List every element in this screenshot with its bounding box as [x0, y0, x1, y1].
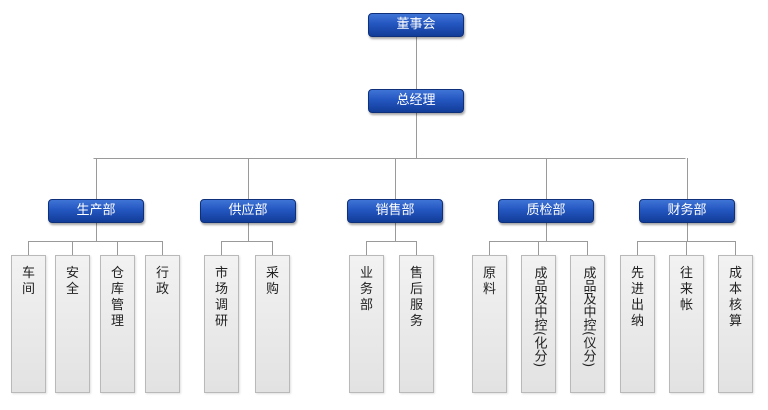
leaf-raw-material: 原 料 [472, 255, 507, 393]
leaf-label: 往 来 帐 [679, 266, 693, 313]
leaf-safety: 安 全 [55, 255, 90, 393]
leaf-label: 成品及中控(仪分) [580, 266, 596, 368]
leaf-label: 采 购 [265, 266, 279, 297]
leaf-warehouse: 仓 库 管 理 [100, 255, 135, 393]
leaf-label: 业 务 部 [359, 266, 373, 313]
leaf-label: 市 场 调 研 [214, 266, 228, 329]
leaf-label: 行 政 [155, 266, 169, 297]
leaf-label: 售 后 服 务 [409, 266, 423, 329]
dept-sales: 销售部 [347, 199, 443, 223]
leaf-admin: 行 政 [145, 255, 180, 393]
leaf-label: 原 料 [482, 266, 496, 297]
leaf-label: 安 全 [65, 266, 79, 297]
leaf-purchasing: 采 购 [255, 255, 290, 393]
leaf-accounts: 往 来 帐 [669, 255, 704, 393]
leaf-label: 先 进 出 纳 [630, 266, 644, 329]
dept-quality: 质检部 [498, 199, 594, 223]
dept-supply: 供应部 [200, 199, 296, 223]
leaf-label: 车 间 [21, 266, 35, 297]
general-manager-node: 总经理 [368, 89, 464, 113]
leaf-market-research: 市 场 调 研 [204, 255, 239, 393]
dept-finance: 财务部 [639, 199, 735, 223]
dept-production: 生产部 [48, 199, 144, 223]
leaf-qc-instrument: 成品及中控(仪分) [570, 255, 605, 393]
leaf-label: 仓 库 管 理 [110, 266, 124, 329]
leaf-after-sales: 售 后 服 务 [399, 255, 434, 393]
leaf-cashier: 先 进 出 纳 [620, 255, 655, 393]
board-node: 董事会 [368, 13, 464, 37]
leaf-cost-accounting: 成 本 核 算 [718, 255, 753, 393]
leaf-label: 成 本 核 算 [728, 266, 742, 329]
leaf-workshop: 车 间 [11, 255, 46, 393]
leaf-business: 业 务 部 [349, 255, 384, 393]
leaf-label: 成品及中控(化分) [531, 266, 547, 368]
leaf-qc-chemical: 成品及中控(化分) [521, 255, 556, 393]
